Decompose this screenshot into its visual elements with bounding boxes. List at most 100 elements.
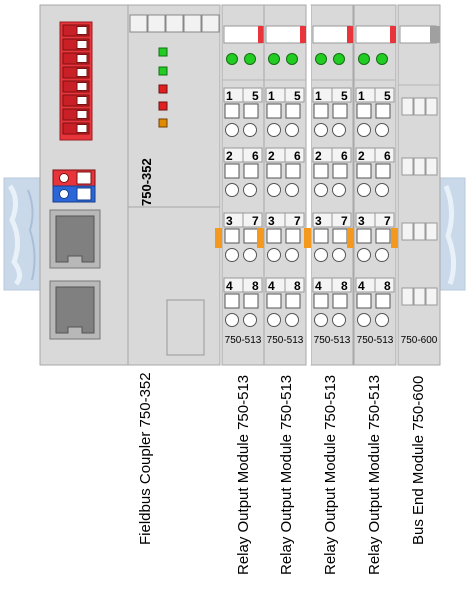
rail-texture-right: [443, 185, 456, 285]
terminal-release: [243, 293, 259, 309]
module-led: [244, 53, 256, 65]
terminal-release: [313, 293, 329, 309]
terminal-release: [285, 103, 301, 119]
ethernet-port-1: [49, 209, 101, 269]
channel-number: 1: [358, 89, 365, 103]
module-model: 750-513: [267, 335, 304, 346]
dip-switch: [62, 24, 90, 37]
wire-entry: [225, 313, 239, 327]
led-red-1: [158, 84, 168, 94]
channel-number: 8: [252, 279, 259, 293]
coupler-label-slot: [166, 299, 205, 356]
channel-number: 7: [384, 214, 391, 228]
led-green-2: [158, 66, 168, 76]
terminal-release: [243, 163, 259, 179]
terminal-release: [332, 228, 348, 244]
module-model: 750-513: [314, 335, 351, 346]
terminal-release: [332, 103, 348, 119]
channel-number: 8: [384, 279, 391, 293]
channel-number: 8: [294, 279, 301, 293]
module-red-marker: [258, 26, 264, 43]
dip-switch-lever: [76, 110, 88, 119]
terminal-release: [266, 163, 282, 179]
module-led: [286, 53, 298, 65]
orange-clip: [215, 228, 222, 248]
channel-number: 7: [252, 214, 259, 228]
channel-number: 2: [315, 149, 322, 163]
channel-number: 4: [358, 279, 365, 293]
wire-entry: [357, 313, 371, 327]
wire-entry: [332, 313, 346, 327]
terminal-release: [375, 103, 391, 119]
caption-relay-module-4: Relay Output Module 750-513: [366, 374, 383, 575]
channel-number: 3: [358, 214, 365, 228]
terminal-release: [266, 103, 282, 119]
channel-number: 4: [268, 279, 275, 293]
dip-switch: [62, 108, 90, 121]
dip-switch-lever: [76, 96, 88, 105]
module-red-marker: [347, 26, 353, 43]
terminal-release: [332, 293, 348, 309]
terminal-release: [356, 163, 372, 179]
bus-end-model: 750-600: [401, 335, 438, 346]
channel-number: 6: [384, 149, 391, 163]
wire-entry: [225, 248, 239, 262]
module-red-marker: [300, 26, 306, 43]
channel-number: 6: [341, 149, 348, 163]
rail-texture-left: [7, 184, 22, 286]
orange-clip: [347, 228, 354, 248]
dip-switch: [62, 52, 90, 65]
dip-switch-lever: [76, 26, 88, 35]
terminal-release: [243, 103, 259, 119]
din-rail: [3, 177, 466, 291]
wire-entry: [357, 183, 371, 197]
wire-entry: [375, 183, 389, 197]
orange-clip: [257, 228, 264, 248]
channel-number: 4: [226, 279, 233, 293]
channel-number: 5: [341, 89, 348, 103]
terminal-release: [313, 228, 329, 244]
wire-entry: [357, 248, 371, 262]
bus-end-contacts: [401, 97, 438, 306]
terminal-release: [313, 163, 329, 179]
wire-entry: [267, 123, 281, 137]
module-label-strip: [355, 25, 395, 44]
wire-entry: [243, 183, 257, 197]
caption-relay-module-3: Relay Output Module 750-513: [322, 374, 339, 575]
module-red-marker: [390, 26, 396, 43]
channel-number: 6: [252, 149, 259, 163]
module-label-strip: [312, 25, 352, 44]
wire-entry: [332, 183, 346, 197]
terminal-release: [224, 163, 240, 179]
module-label-strip: [265, 25, 305, 44]
terminal-release: [266, 228, 282, 244]
wire-entry: [375, 123, 389, 137]
orange-clip: [391, 228, 398, 248]
wire-entry: [243, 313, 257, 327]
terminal-release: [243, 228, 259, 244]
channel-number: 7: [341, 214, 348, 228]
dip-switch: [62, 94, 90, 107]
rail-texture-left-2: [27, 189, 36, 281]
fieldbus-coupler: 750-352: [39, 4, 221, 366]
module-model: 750-513: [225, 335, 262, 346]
wire-entry: [267, 248, 281, 262]
din-rail-left: [3, 177, 45, 291]
terminal-release: [332, 163, 348, 179]
dip-switch: [62, 122, 90, 135]
channel-number: 4: [315, 279, 322, 293]
wire-entry: [332, 248, 346, 262]
terminal-release: [375, 228, 391, 244]
module-model: 750-513: [357, 335, 394, 346]
